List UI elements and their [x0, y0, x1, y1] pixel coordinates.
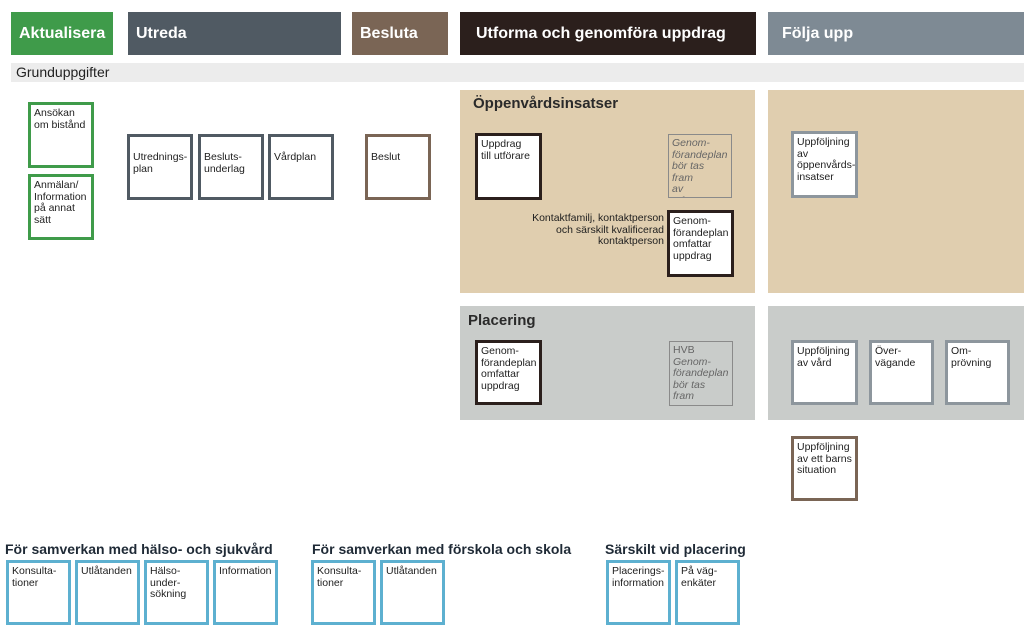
- genomforandeplan-omfattar-box: Genom- förandeplan omfattar uppdrag: [667, 210, 734, 277]
- overvagande-box: Över- vägande: [869, 340, 934, 405]
- omprovning-box: Om- prövning: [945, 340, 1010, 405]
- kontakt-note: Kontaktfamilj, kontaktperson och särskil…: [532, 212, 664, 247]
- phase-header-utreda: Utreda: [128, 12, 341, 55]
- placering-title: Placering: [468, 312, 536, 329]
- grunduppgifter-bar: Grunduppgifter: [11, 63, 1024, 82]
- anmalan-box: Anmälan/ Information på annat sätt: [28, 174, 94, 240]
- vardplan-box: Vårdplan: [268, 134, 334, 200]
- halso-konsultationer-box: Konsulta- tioner: [6, 560, 71, 625]
- samverkan-halso-title: För samverkan med hälso- och sjukvård: [5, 541, 273, 557]
- hvb-label: HVB: [673, 344, 695, 356]
- sarskilt-placering-title: Särskilt vid placering: [605, 541, 746, 557]
- utredningsplan-box: Utrednings- plan: [127, 134, 193, 200]
- placering-genomforandeplan-box: Genom- förandeplan omfattar uppdrag: [475, 340, 542, 405]
- ansokan-box: Ansökan om bistånd: [28, 102, 94, 168]
- placeringsinformation-box: Placerings- information: [606, 560, 671, 625]
- skola-utlatanden-box: Utlåtanden: [380, 560, 445, 625]
- samverkan-skola-title: För samverkan med förskola och skola: [312, 541, 572, 557]
- halso-information-box: Information: [213, 560, 278, 625]
- phase-header-utforma: Utforma och genomföra uppdrag: [460, 12, 756, 55]
- pa-vag-enkater-box: På väg- enkäter: [675, 560, 740, 625]
- halso-undersokning-box: Hälso- under- sökning: [144, 560, 209, 625]
- hvb-text: Genom- förandeplan bör tas fram av utför…: [673, 355, 729, 405]
- skola-konsultationer-box: Konsulta- tioner: [311, 560, 376, 625]
- oppenvard-title: Öppenvårdsinsatser: [473, 95, 619, 112]
- uppfoljning-vard-box: Uppföljning av vård: [791, 340, 858, 405]
- phase-header-aktualisera: Aktualisera: [11, 12, 113, 55]
- halso-utlatanden-box: Utlåtanden: [75, 560, 140, 625]
- uppfoljning-barn-box: Uppföljning av ett barns situation: [791, 436, 858, 501]
- beslutsunderlag-box: Besluts- underlag: [198, 134, 264, 200]
- genomforandeplan-tas-fram-box: Genom- förandeplan bör tas fram av utför…: [668, 134, 732, 198]
- hvb-box: HVB Genom- förandeplan bör tas fram av u…: [669, 341, 733, 406]
- uppfoljning-oppenvard-box: Uppföljning av öppenvårds- insatser: [791, 131, 858, 198]
- beslut-box: Beslut: [365, 134, 431, 200]
- phase-header-folja-upp: Följa upp: [768, 12, 1024, 55]
- phase-header-besluta: Besluta: [352, 12, 448, 55]
- uppdrag-utforare-box: Uppdrag till utförare: [475, 133, 542, 200]
